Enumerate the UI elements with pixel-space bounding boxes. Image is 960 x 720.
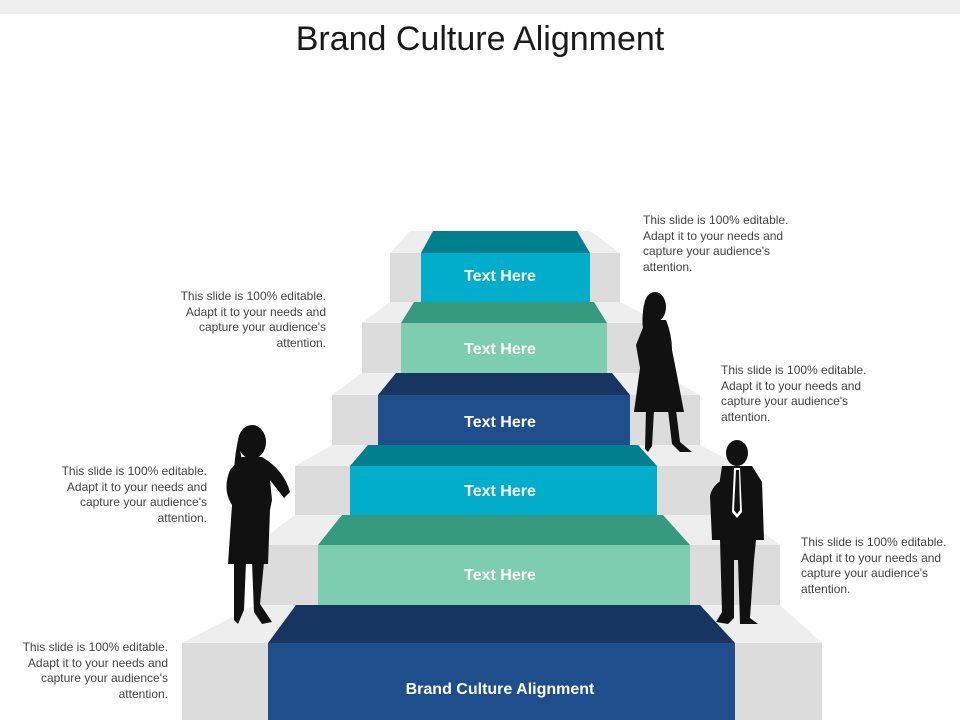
step-6-front xyxy=(268,643,735,720)
step-5-label: Text Here xyxy=(464,567,536,584)
step-2-label: Text Here xyxy=(464,341,536,358)
woman-silhouette-icon xyxy=(226,425,290,624)
woman-silhouette-icon-2 xyxy=(634,292,692,452)
step-1-front xyxy=(421,253,590,302)
step-1-label: Text Here xyxy=(464,268,536,285)
step-4-label: Text Here xyxy=(464,483,536,500)
step-1: Text Here xyxy=(421,231,590,302)
note-top-right: This slide is 100% editable. Adapt it to… xyxy=(643,213,789,274)
step-1-top xyxy=(421,231,590,253)
step-4-front xyxy=(350,466,657,515)
step-4: Text Here xyxy=(350,445,657,515)
note-lower-right: This slide is 100% editable. Adapt it to… xyxy=(801,535,947,596)
step-3-label: Text Here xyxy=(464,414,536,431)
step-3-top xyxy=(378,373,630,395)
note-middle-left: This slide is 100% editable. Adapt it to… xyxy=(61,464,207,525)
step-2-top xyxy=(401,302,607,323)
page-title: Brand Culture Alignment xyxy=(295,20,665,58)
step-3-front xyxy=(378,395,630,445)
step-6-label: Brand Culture Alignment xyxy=(406,681,595,698)
step-6: Brand Culture Alignment xyxy=(268,605,735,720)
step-6-top xyxy=(268,605,735,643)
step-5-top xyxy=(318,515,690,545)
top-bar xyxy=(0,0,960,14)
man-silhouette-icon xyxy=(710,440,764,624)
step-5-front xyxy=(318,545,690,605)
step-2-front xyxy=(401,323,607,373)
step-5: Text Here xyxy=(318,515,690,605)
note-upper-left: This slide is 100% editable. Adapt it to… xyxy=(180,289,326,350)
step-2: Text Here xyxy=(401,302,607,373)
silhouettes xyxy=(226,292,764,624)
note-middle-right: This slide is 100% editable. Adapt it to… xyxy=(721,363,867,424)
note-lower-left: This slide is 100% editable. Adapt it to… xyxy=(22,640,168,701)
step-4-top xyxy=(350,445,657,466)
step-3: Text Here xyxy=(378,373,630,445)
colored-stairs: Text Here Text Here Text Here Text Here … xyxy=(268,231,735,720)
